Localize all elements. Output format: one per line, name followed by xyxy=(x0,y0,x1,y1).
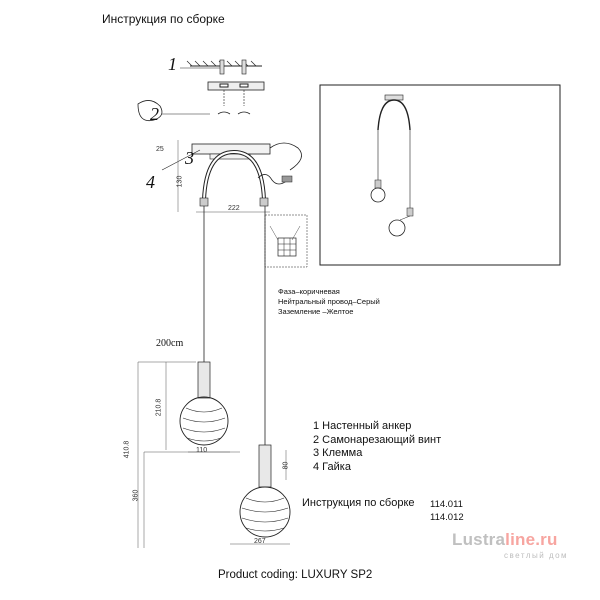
dimension-lines xyxy=(137,140,290,548)
mounting-bracket xyxy=(207,81,265,106)
product-coding: Product coding: LUXURY SP2 xyxy=(218,569,373,581)
legend-item-4: 4 Гайка xyxy=(313,460,351,473)
supply-wire xyxy=(257,142,302,185)
dim-267: 267 xyxy=(254,538,266,545)
brand-name: Lustraline.ru xyxy=(452,530,558,550)
product-code-1: 114.011 xyxy=(430,499,463,510)
dim-130: 130 xyxy=(176,175,184,188)
wiring-ground: Заземление –Желтое xyxy=(278,307,354,316)
dim-360: 360 xyxy=(132,489,140,502)
wiring-neutral: Нейтральный провод–Серый xyxy=(278,297,380,306)
dim-25: 25 xyxy=(156,146,164,153)
parts-legend: 1 Настенный анкер 2 Самонарезающий винт … xyxy=(313,420,441,474)
dim-410-8: 410.8 xyxy=(123,440,131,459)
product-code-2: 114.012 xyxy=(430,512,464,523)
brand-logo: Lustraline.ru светлый дом xyxy=(452,530,582,570)
preview-box xyxy=(319,84,561,266)
wiring-diagram xyxy=(264,214,308,268)
part-number-3: 3 xyxy=(185,148,194,168)
dim-80: 80 xyxy=(282,461,290,470)
screw-part xyxy=(137,100,251,122)
part-number-1: 1 xyxy=(168,54,177,74)
dim-110: 110 xyxy=(196,447,208,454)
dim-210-8: 210.8 xyxy=(155,398,163,417)
legend-item-2: 2 Самонарезающий винт xyxy=(313,433,442,446)
pendant-shade-left xyxy=(179,361,229,446)
instruction-title: Инструкция по сборке xyxy=(102,12,225,26)
suspension-cables xyxy=(203,206,266,445)
nut-leader-line xyxy=(161,149,201,171)
product-codes: 114.011 114.012 xyxy=(430,498,464,524)
wiring-notes: Фаза–коричневая Нейтральный провод–Серый… xyxy=(278,287,380,317)
part-number-2: 2 xyxy=(150,104,159,124)
legend-item-1: 1 Настенный анкер xyxy=(313,420,412,432)
pendant-shade-right xyxy=(239,444,291,538)
cable-length: 200cm xyxy=(156,338,184,349)
instruction-label: Инструкция по сборке xyxy=(302,497,415,509)
legend-item-3: 3 Клемма xyxy=(313,447,363,459)
ceiling xyxy=(186,60,262,67)
dim-222: 222 xyxy=(228,205,240,212)
part-number-4: 4 xyxy=(146,172,155,192)
brand-tagline: светлый дом xyxy=(504,551,569,560)
wiring-phase: Фаза–коричневая xyxy=(278,287,340,296)
wall-anchor-part xyxy=(180,59,247,75)
canopy xyxy=(191,143,271,207)
brand-name-part1: Lustra xyxy=(452,530,506,549)
brand-name-part2: line.ru xyxy=(505,530,558,549)
